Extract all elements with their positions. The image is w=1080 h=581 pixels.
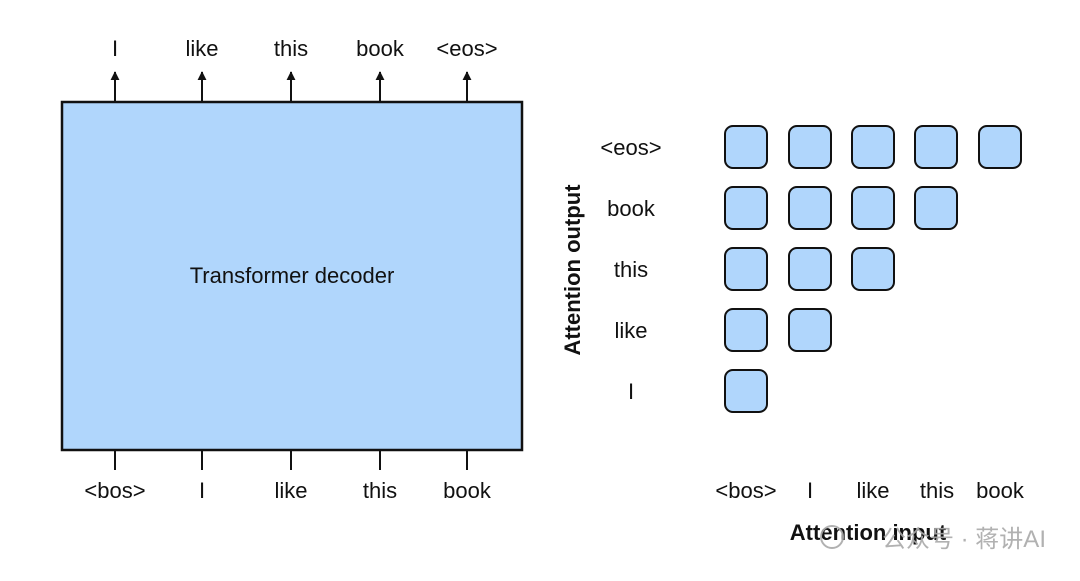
row-label-this: this xyxy=(614,257,648,282)
row-label-like: like xyxy=(614,318,647,343)
attention-cell xyxy=(724,308,768,352)
input-label-1: <bos> xyxy=(84,478,145,503)
decoder-label: Transformer decoder xyxy=(190,263,395,288)
row-label-i: I xyxy=(628,379,634,404)
attention-cell xyxy=(724,369,768,413)
output-label-2: like xyxy=(185,36,218,61)
attention-cell xyxy=(788,308,832,352)
decoder-outputs: I like this book <eos> xyxy=(110,36,498,102)
output-label-5: <eos> xyxy=(436,36,497,61)
input-label-5: book xyxy=(443,478,492,503)
attention-input-axis-title: Attention input xyxy=(790,520,947,545)
watermark: 公众号 · 蒋讲AI xyxy=(820,525,1046,553)
attention-output-axis-title: Attention output xyxy=(560,184,585,356)
attention-cell xyxy=(851,186,895,230)
row-label-book: book xyxy=(607,196,656,221)
watermark-text: 公众号 · 蒋讲AI xyxy=(882,526,1046,553)
decoder-box xyxy=(60,100,524,452)
row-label-eos: <eos> xyxy=(600,135,661,160)
input-label-2: I xyxy=(199,478,205,503)
attention-cell xyxy=(851,125,895,169)
attention-mask: Attention output <eos> book this like I … xyxy=(560,125,1025,545)
attention-cell xyxy=(788,125,832,169)
attention-cell xyxy=(978,125,1022,169)
attention-cell xyxy=(851,247,895,291)
attention-cell xyxy=(724,125,768,169)
attention-cell xyxy=(788,247,832,291)
column-label-bos: <bos> xyxy=(715,478,776,503)
column-label-like: like xyxy=(856,478,889,503)
decoder-inputs: <bos> I like this book xyxy=(84,450,492,503)
attention-cell xyxy=(788,186,832,230)
output-label-1: I xyxy=(112,36,118,61)
input-label-3: like xyxy=(274,478,307,503)
attention-cell xyxy=(724,186,768,230)
attention-cell xyxy=(914,125,958,169)
transformer-decoder: Transformer decoder xyxy=(60,100,524,452)
attention-cell xyxy=(914,186,958,230)
input-label-4: this xyxy=(363,478,397,503)
output-label-3: this xyxy=(274,36,308,61)
column-label-i: I xyxy=(807,478,813,503)
column-label-this: this xyxy=(920,478,954,503)
column-label-book: book xyxy=(976,478,1025,503)
attention-cell xyxy=(724,247,768,291)
output-label-4: book xyxy=(356,36,405,61)
wechat-icon xyxy=(820,525,844,549)
